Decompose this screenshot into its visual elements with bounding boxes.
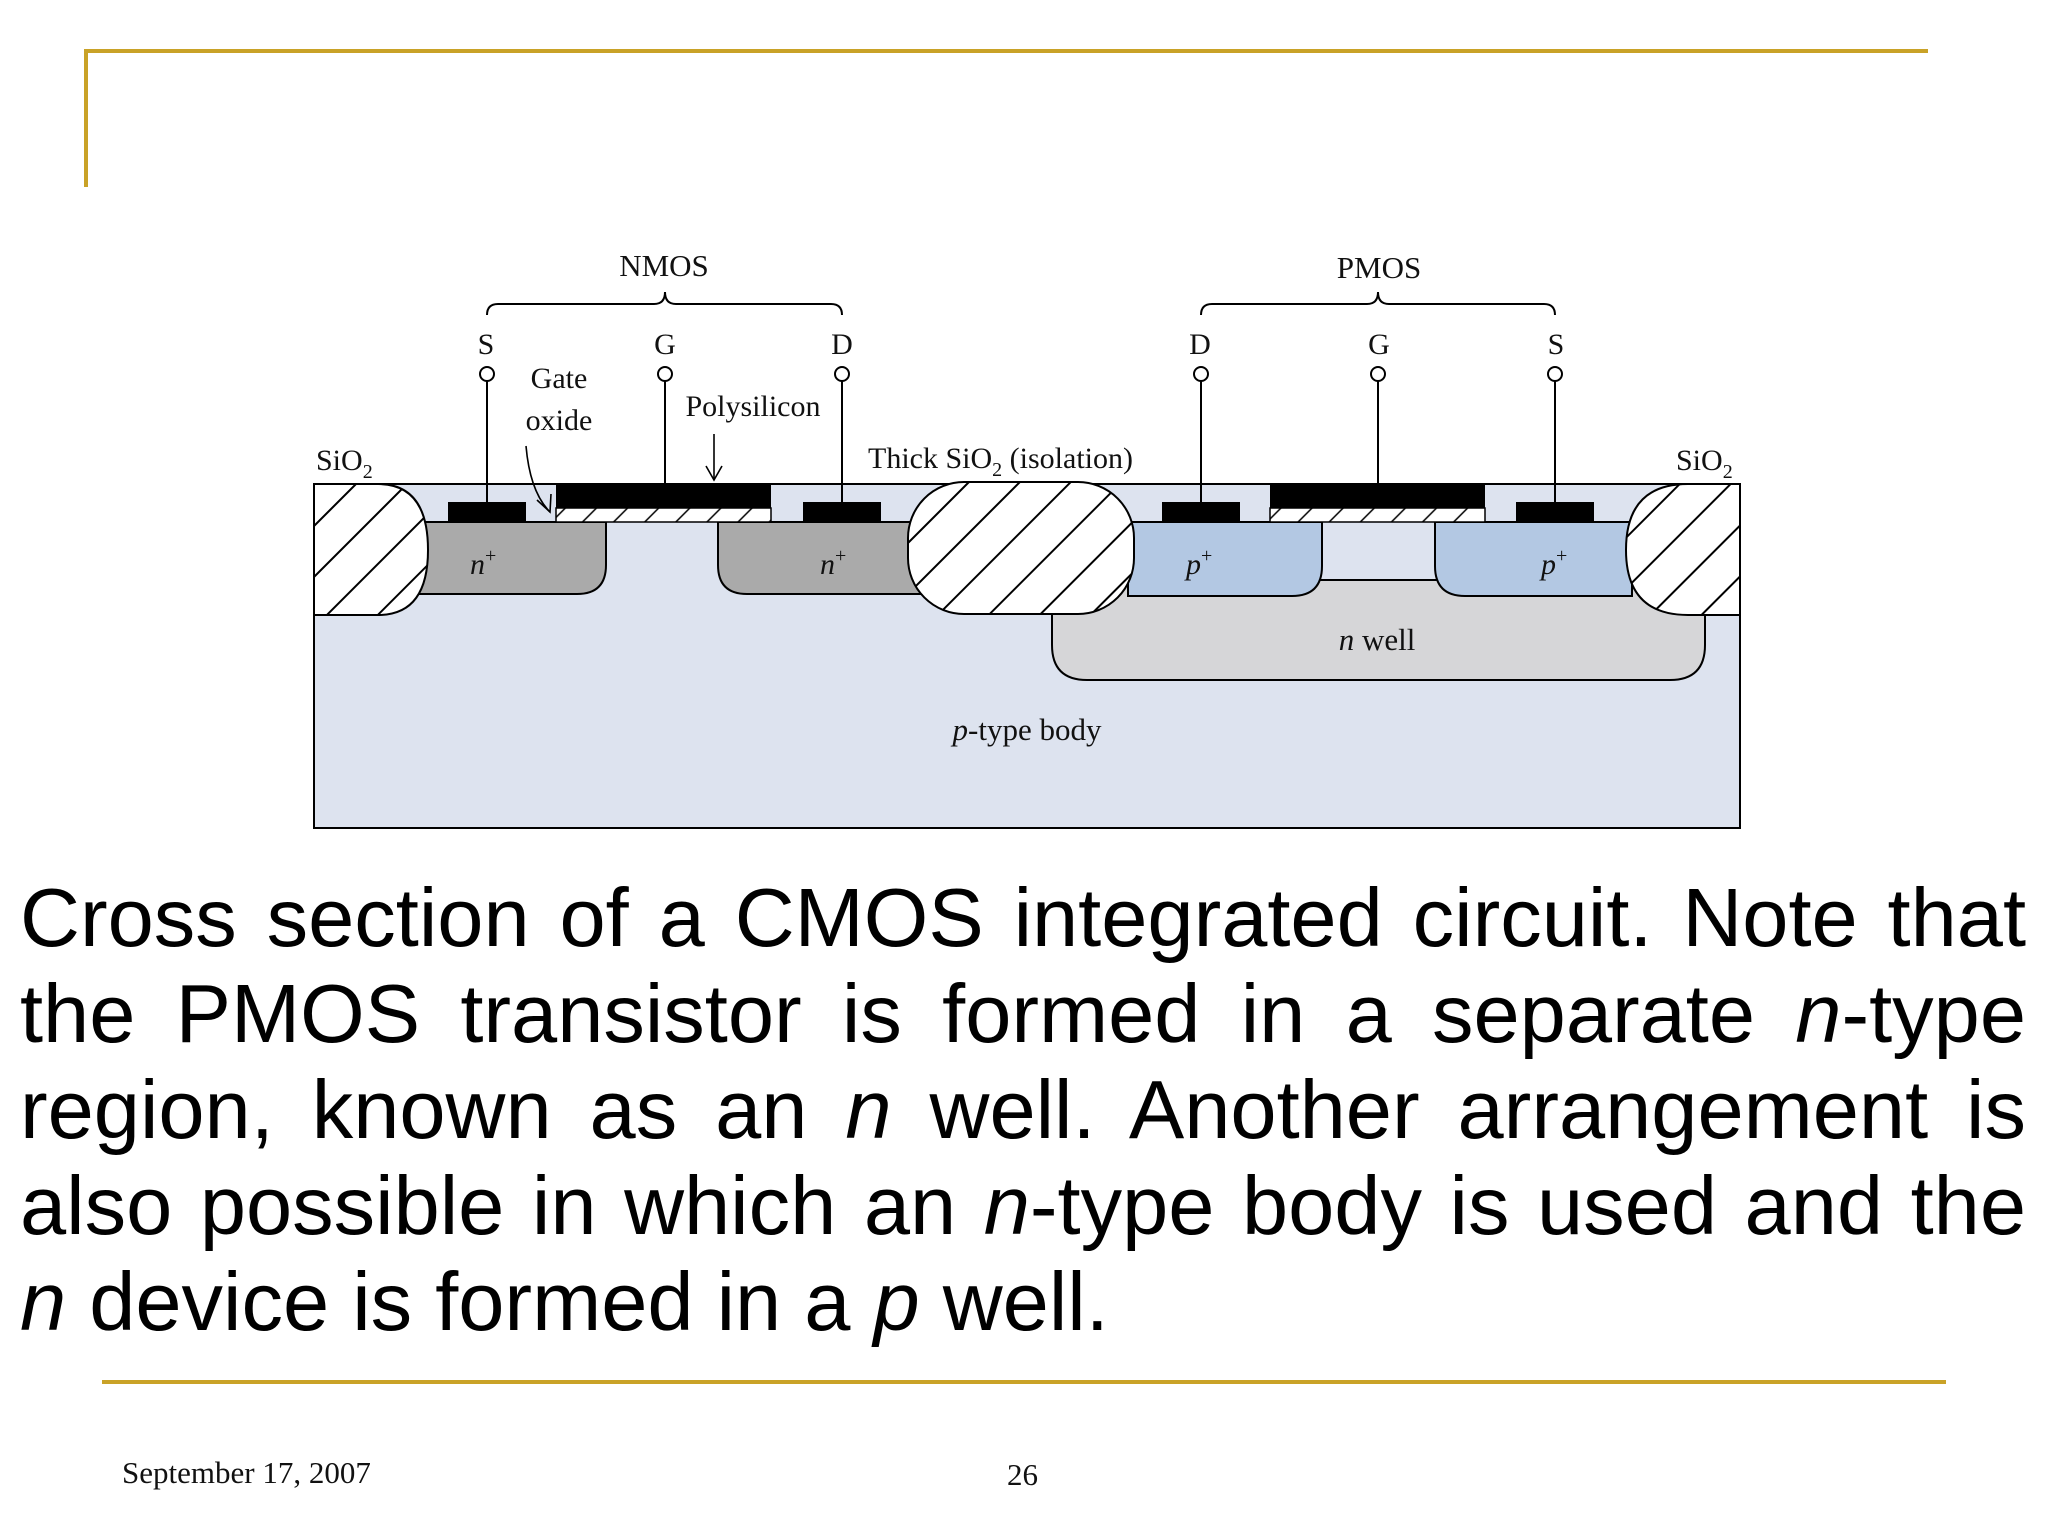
p-plus-letter: p	[1539, 548, 1556, 581]
thick-sio2-base: Thick SiO	[868, 442, 992, 475]
n-plus-letter: n	[470, 548, 485, 581]
nmos-brace	[486, 291, 843, 316]
nmos-drain-contact	[803, 502, 881, 522]
polysilicon-arrowhead	[705, 465, 723, 482]
gate-oxide-label-line2: oxide	[526, 404, 593, 437]
sio2-left-base: SiO	[316, 444, 363, 477]
caption-italic-1: n	[1795, 967, 1842, 1060]
left-rule	[84, 49, 88, 187]
n-plus-sign: +	[485, 545, 496, 567]
caption-part-1: Cross section of a CMOS integrated circu…	[20, 871, 2026, 1060]
nmos-s-label: S	[478, 328, 495, 361]
nmos-source-region	[417, 521, 607, 595]
p-body-italic: p	[951, 712, 969, 747]
pmos-source-region	[1434, 521, 1633, 597]
gate-oxide-label-line1: Gate	[531, 362, 588, 395]
pmos-d-label: D	[1189, 328, 1211, 361]
p-body-text: -type body	[968, 712, 1102, 747]
left-sio2-isolation	[313, 483, 430, 616]
pmos-drain-contact	[1162, 502, 1240, 522]
nmos-label: NMOS	[619, 248, 709, 283]
nmos-g-label: G	[654, 328, 676, 361]
nmos-d-terminal	[834, 366, 850, 382]
bottom-rule	[102, 1380, 1946, 1384]
page-number: 26	[1007, 1457, 1038, 1492]
nmos-source-contact	[448, 502, 526, 522]
p-plus-sign: +	[1201, 545, 1212, 567]
nmos-g-terminal	[657, 366, 673, 382]
pmos-drain-p-plus-label: p+	[1184, 545, 1212, 581]
caption-part-5: device is formed in a	[66, 1255, 874, 1348]
right-sio2-isolation	[1624, 483, 1741, 616]
sio2-left-subscript: 2	[363, 461, 373, 483]
p-type-body-label: p-type body	[951, 712, 1102, 747]
sio2-right-subscript: 2	[1723, 461, 1733, 483]
cmos-cross-section-diagram: NMOS PMOS S G D D G S Gate oxide Polysil…	[313, 248, 1741, 829]
n-well-italic: n	[1339, 622, 1355, 657]
nmos-gate-oxide	[555, 507, 772, 523]
thick-sio2-label: Thick SiO2 (isolation)	[868, 442, 1133, 481]
n-plus-sign: +	[835, 545, 846, 567]
n-plus-letter: n	[820, 548, 835, 581]
thick-sio2-isolation: (isolation)	[1002, 442, 1133, 475]
caption-part-2: -type region, known as an	[20, 967, 2026, 1156]
footer-date: September 17, 2007	[122, 1455, 371, 1490]
pmos-gate-oxide	[1269, 507, 1486, 523]
pmos-s-label: S	[1548, 328, 1565, 361]
nmos-d-label: D	[831, 328, 853, 361]
nmos-drain-n-plus-label: n+	[820, 545, 846, 581]
caption: Cross section of a CMOS integrated circu…	[20, 870, 2026, 1350]
pmos-g-label: G	[1368, 328, 1390, 361]
thick-sio2-isolation	[907, 481, 1135, 615]
nmos-s-terminal	[479, 366, 495, 382]
pmos-drain-region	[1127, 521, 1323, 597]
pmos-g-terminal	[1370, 366, 1386, 382]
caption-italic-5: p	[873, 1255, 920, 1348]
pmos-label: PMOS	[1337, 250, 1421, 285]
caption-part-3: well. Another arrangement is also possib…	[20, 1063, 2026, 1252]
nmos-source-n-plus-label: n+	[470, 545, 496, 581]
gate-oxide-arrowhead	[536, 493, 552, 514]
n-well-label: n well	[1339, 622, 1416, 657]
caption-part-6: well.	[919, 1255, 1109, 1348]
thick-sio2-subscript: 2	[992, 459, 1002, 481]
p-plus-sign: +	[1556, 545, 1567, 567]
pmos-polysilicon-gate	[1270, 484, 1485, 508]
top-rule	[84, 49, 1928, 53]
caption-italic-4: n	[20, 1255, 67, 1348]
n-well-region	[1051, 579, 1706, 681]
pmos-d-terminal	[1193, 366, 1209, 382]
pmos-brace	[1200, 291, 1556, 316]
nmos-polysilicon-gate	[556, 484, 771, 508]
p-plus-letter: p	[1184, 548, 1201, 581]
sio2-right-label: SiO2	[1676, 444, 1733, 483]
caption-italic-3: n	[983, 1159, 1030, 1252]
n-well-text: well	[1354, 622, 1415, 657]
caption-italic-2: n	[845, 1063, 892, 1156]
nmos-drain-region	[717, 521, 921, 595]
pmos-s-terminal	[1547, 366, 1563, 382]
pmos-source-contact	[1516, 502, 1594, 522]
pmos-source-p-plus-label: p+	[1539, 545, 1567, 581]
sio2-left-label: SiO2	[316, 444, 373, 483]
caption-part-4: -type body is used and the	[1029, 1159, 2026, 1252]
sio2-right-base: SiO	[1676, 444, 1723, 477]
polysilicon-label: Polysilicon	[685, 390, 820, 423]
